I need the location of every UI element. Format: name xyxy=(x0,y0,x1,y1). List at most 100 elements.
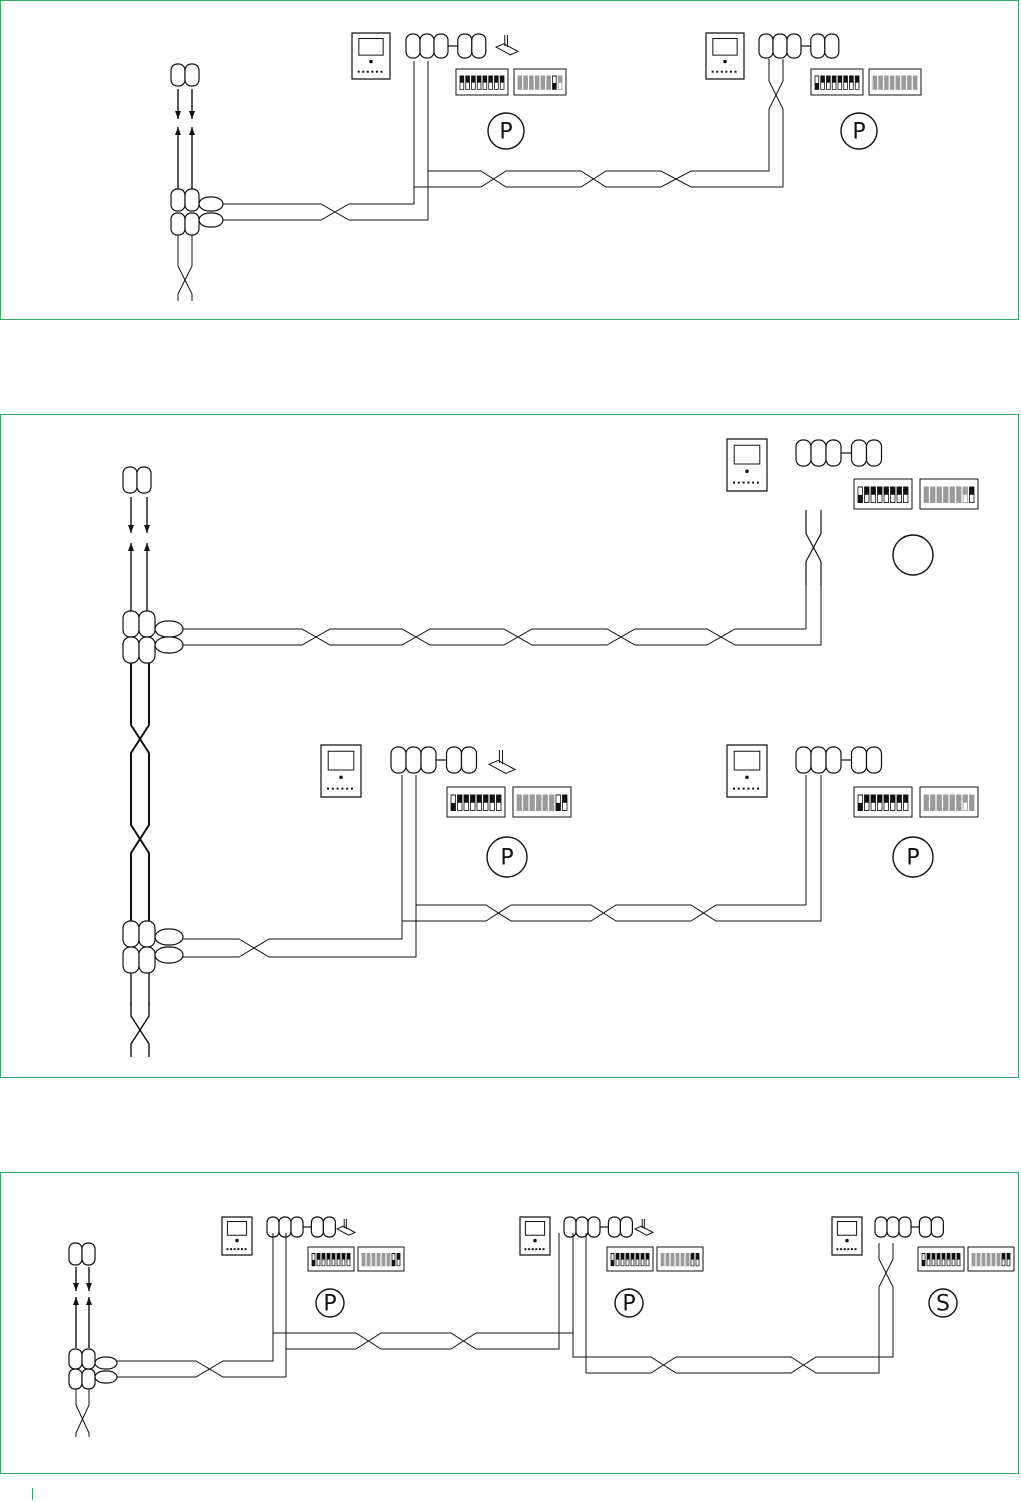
monitor-icon xyxy=(727,745,767,797)
monitor-icon xyxy=(832,1217,862,1255)
terminal-block-icon xyxy=(564,1217,600,1237)
distributor-block xyxy=(69,1349,95,1369)
twisted-pair-icon xyxy=(183,629,806,645)
config-label: P xyxy=(615,1289,643,1317)
config-label-text: P xyxy=(500,846,513,871)
distributor-output xyxy=(155,621,183,637)
config-label-text: P xyxy=(852,120,865,145)
terminal-block-icon xyxy=(759,34,801,58)
distributor-block xyxy=(123,611,155,637)
terminal-block-icon xyxy=(875,1217,911,1237)
twisted-pair-icon xyxy=(806,510,821,585)
twisted-pair-icon xyxy=(131,703,149,775)
arrow-up-icon xyxy=(86,1297,92,1348)
dip-switch-icon xyxy=(968,1247,1014,1271)
config-label: P xyxy=(487,837,527,877)
dip-switch-icon xyxy=(869,69,921,95)
jumper-plug-icon xyxy=(337,1219,355,1235)
config-label: P xyxy=(841,113,877,149)
monitor-icon xyxy=(727,439,767,491)
dip-switch-icon xyxy=(920,787,978,817)
arrow-up-icon xyxy=(144,543,150,611)
distributor-output xyxy=(95,1371,117,1383)
terminal-block-icon xyxy=(919,1217,943,1237)
terminal-block-icon xyxy=(391,747,436,773)
twisted-pair-icon xyxy=(76,1401,89,1437)
distributor-output xyxy=(199,197,223,211)
arrow-down-icon xyxy=(73,1267,79,1291)
riser-terminal-block xyxy=(123,467,151,493)
monitor-icon xyxy=(520,1217,550,1255)
twisted-pair-icon xyxy=(131,1003,149,1057)
dip-switch-icon xyxy=(607,1247,653,1271)
distributor-output xyxy=(155,929,183,945)
dip-switch-icon xyxy=(513,787,571,817)
dip-switch-icon xyxy=(657,1247,703,1271)
terminal-block-icon xyxy=(267,1217,303,1237)
twisted-pair-icon xyxy=(879,1243,893,1303)
arrow-down-icon xyxy=(175,89,181,119)
terminal-block-icon xyxy=(447,747,477,773)
terminal-block-icon xyxy=(796,440,841,466)
arrow-down-icon xyxy=(128,497,134,533)
twisted-pair-icon xyxy=(769,59,783,131)
monitor-icon xyxy=(321,745,361,797)
terminal-block-icon xyxy=(458,34,486,58)
arrow-up-icon xyxy=(128,543,134,611)
terminal-block-icon xyxy=(406,34,448,58)
arrow-down-icon xyxy=(189,89,195,119)
arrow-down-icon xyxy=(144,497,150,533)
config-label-text: P xyxy=(323,1292,336,1317)
terminal-block-icon xyxy=(852,440,882,466)
jumper-plug-icon xyxy=(635,1219,653,1235)
dip-switch-icon xyxy=(854,787,912,817)
config-label: S xyxy=(929,1289,957,1317)
monitor-icon xyxy=(352,33,390,79)
arrow-down-icon xyxy=(86,1267,92,1291)
distributor-output xyxy=(199,213,223,227)
monitor-icon xyxy=(706,33,744,79)
distributor-block xyxy=(123,637,155,663)
terminal-block-icon xyxy=(311,1217,335,1237)
dip-switch-icon xyxy=(447,787,505,817)
distributor-block xyxy=(171,189,199,211)
footer-mark xyxy=(32,1488,33,1500)
distributor-block xyxy=(171,213,199,235)
config-label-text: P xyxy=(906,846,919,871)
dip-switch-icon xyxy=(456,69,508,95)
terminal-block-icon xyxy=(608,1217,632,1237)
monitor-icon xyxy=(222,1217,252,1255)
arrow-up-icon xyxy=(73,1297,79,1348)
distributor-block xyxy=(123,921,155,947)
dip-switch-icon xyxy=(358,1247,404,1271)
riser-terminal-block xyxy=(69,1243,95,1265)
twisted-pair-icon xyxy=(178,259,192,301)
jumper-plug-icon xyxy=(489,750,515,773)
dip-switch-icon xyxy=(920,479,978,509)
jumper-plug-icon xyxy=(496,35,518,55)
config-label-text: S xyxy=(936,1292,950,1317)
terminal-block-icon xyxy=(852,747,882,773)
arrow-up-icon xyxy=(175,127,181,191)
riser-terminal-block xyxy=(171,64,199,86)
terminal-block-icon xyxy=(811,34,839,58)
distributor-output xyxy=(155,637,183,653)
dip-switch-icon xyxy=(308,1247,354,1271)
twisted-pair-icon xyxy=(131,803,149,875)
config-label-text: P xyxy=(499,120,512,145)
distributor-output xyxy=(155,947,183,963)
dip-switch-icon xyxy=(854,479,912,509)
dip-switch-icon xyxy=(918,1247,964,1271)
dip-switch-icon xyxy=(514,69,566,95)
dip-switch-icon xyxy=(811,69,863,95)
distributor-output xyxy=(95,1357,117,1369)
distributor-block xyxy=(69,1369,95,1389)
distributor-block xyxy=(123,947,155,973)
config-label xyxy=(893,535,933,575)
